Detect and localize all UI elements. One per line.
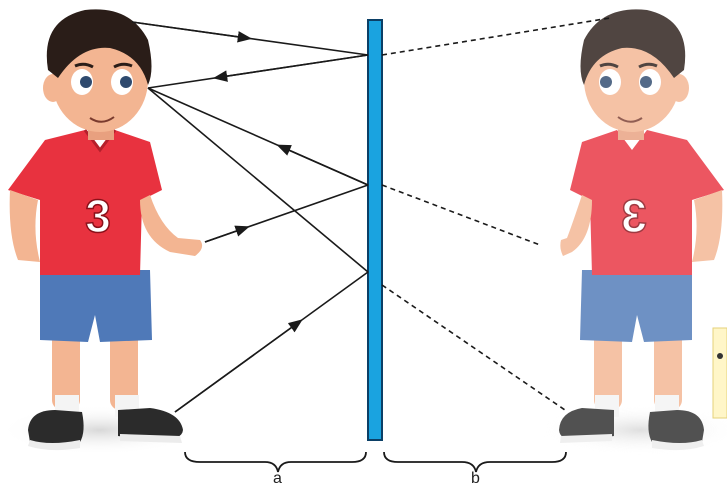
note-bullet <box>717 353 723 359</box>
mirrored-jersey-number: 3 <box>621 190 647 242</box>
virtual-ray-hair <box>382 18 610 55</box>
jersey-number: 3 <box>85 190 111 242</box>
label-distance-b: b <box>471 470 480 488</box>
distance-braces <box>185 452 566 472</box>
real-boy: 3 <box>0 9 202 455</box>
label-distance-a: a <box>273 470 282 488</box>
mirror-image-boy: 3 <box>540 9 727 455</box>
virtual-ray-hand <box>382 185 540 245</box>
brace-a <box>185 452 366 472</box>
virtual-ray-foot <box>382 285 565 410</box>
plane-mirror <box>368 20 382 440</box>
brace-b <box>384 452 566 472</box>
note-box-edge <box>713 328 727 418</box>
light-rays <box>132 22 368 412</box>
